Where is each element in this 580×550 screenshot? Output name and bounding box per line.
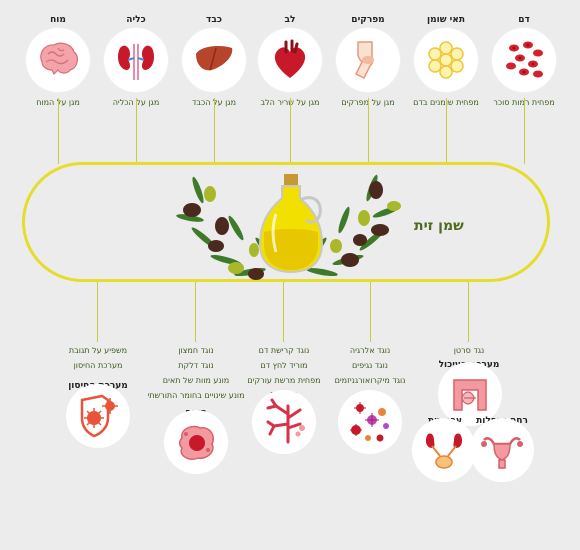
connector-line [97, 282, 98, 342]
olive-oil-frame [22, 162, 550, 282]
digestive-description: נגד סרטן [453, 346, 485, 355]
organ-desc: מגן על שריר הלב [260, 98, 320, 107]
organ-desc: מפחית רמות סוכר [493, 98, 555, 107]
uterus-circle [470, 418, 534, 482]
organ-title: מפרקים [351, 15, 385, 25]
organ-title: כליה [126, 15, 146, 25]
cells-circle [164, 410, 228, 474]
blood-vessels-icon [266, 398, 305, 444]
prostate-circle [412, 418, 476, 482]
organ-liver: כבד מגן על הכבד [174, 14, 254, 107]
olive-oil-bottle-icon [176, 174, 401, 280]
vessels-circle [252, 390, 316, 454]
liver-icon [196, 46, 233, 71]
blood-cells-icon [506, 41, 543, 78]
intestine-icon [453, 379, 487, 411]
immune-shield-icon [80, 394, 118, 438]
connector-line [524, 98, 525, 164]
connector-line [136, 98, 137, 164]
fat-cells-icon [428, 41, 464, 79]
joint-icon [354, 41, 374, 80]
organ-circle [492, 28, 556, 92]
organ-fat-cells: תאי שומן מפחית שומנים בדם [406, 14, 486, 107]
connector-line [370, 282, 371, 342]
kidney-icon [118, 44, 154, 80]
heart-icon [274, 39, 306, 78]
cell-icon [178, 425, 214, 460]
immune-description: משפיע על תגובת מערכת החיסון [68, 346, 128, 370]
connector-line [58, 98, 59, 164]
organ-title: דם [518, 15, 530, 25]
connector-line [368, 98, 369, 164]
organ-circle [26, 28, 90, 92]
organ-title: תאי שומן [427, 15, 465, 25]
connector-line [446, 98, 447, 164]
organ-desc: מגן על הכליה [112, 98, 160, 107]
brain-icon [40, 42, 79, 76]
organ-brain: מוח מגן על המוח [18, 14, 98, 107]
connector-line [214, 98, 215, 162]
organ-circle [414, 28, 478, 92]
vessels-description: נוגד קרישת דם מוריד לחץ דם מפחית מרשת עו… [247, 346, 321, 385]
immune-circle [66, 384, 130, 448]
microorganisms-icon [350, 402, 389, 442]
organ-title: מוח [50, 15, 66, 25]
connector-line [195, 282, 196, 342]
organ-kidney: כליה מגן על הכליה [96, 14, 176, 107]
prostate-icon [425, 433, 463, 469]
connector-line [290, 98, 291, 164]
cells-description: נוגד חמצון נוגד דלקת מונע מוות של תאים מ… [147, 346, 245, 400]
uterus-icon [481, 437, 523, 469]
organ-circle [104, 28, 168, 92]
organ-circle [258, 28, 322, 92]
microbes-circle [338, 390, 402, 454]
digestive-circle [438, 362, 502, 426]
olive-oil-title: שמן זית [414, 218, 464, 234]
organ-joints: מפרקים מגן על מפרקים [328, 14, 408, 107]
organ-title: כבד [206, 15, 222, 25]
microbes-description: נוגד אלרגיה נוגד נגיפים נוגד מיקרואורגני… [334, 346, 406, 385]
organ-title: לב [284, 15, 296, 25]
connector-line [283, 282, 284, 342]
organ-blood: דם מפחית רמות סוכר [484, 14, 564, 107]
organ-circle [336, 28, 400, 92]
organ-desc: מפחית שומנים בדם [413, 98, 479, 107]
organ-heart: לב מגן על שריר הלב [250, 14, 330, 107]
connector-line [468, 282, 469, 342]
organ-circle [182, 28, 246, 92]
